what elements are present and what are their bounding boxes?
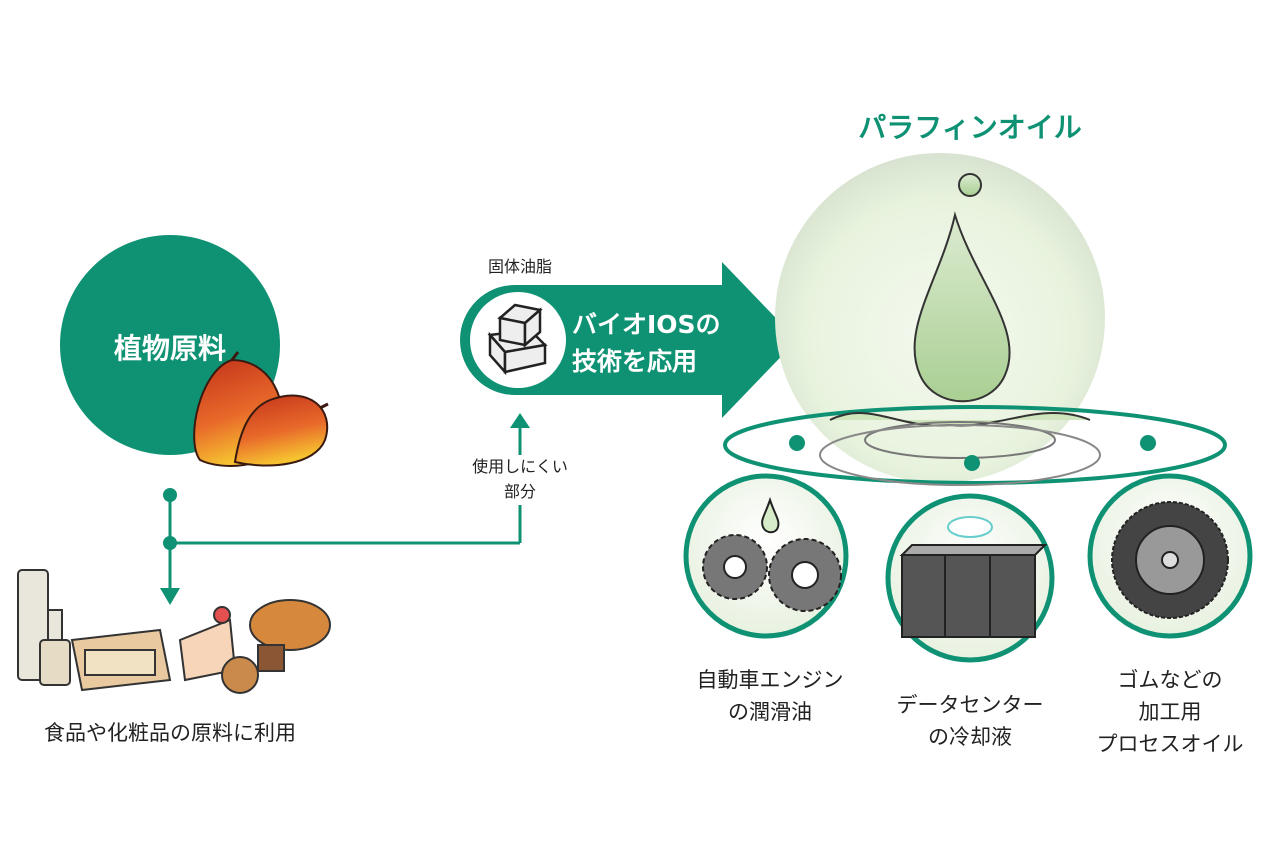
gears-icon [702,496,842,612]
product-title: パラフィンオイル [858,111,1082,144]
solid-fat-icon [487,303,548,376]
down-arrowhead [160,588,180,605]
orbit-ring [723,405,1227,485]
up-arrowhead [510,413,530,428]
application-label: の潤滑油 [728,700,812,724]
solid-fat-label: 固体油脂 [487,257,552,276]
arrow-text-line1: バイオIOSの [572,310,721,339]
application-label: ゴムなどの [1117,668,1223,692]
application-label: 自動車エンジン [696,668,844,692]
application-label: の冷却液 [928,725,1012,749]
tire-icon [1111,501,1229,619]
oil-drop-icon [819,173,1101,486]
unused-part-line2: 部分 [503,482,536,501]
unused-part-line1: 使用しにくい [472,457,568,476]
application-label: データセンター [896,693,1044,717]
application-label: 加工用 [1138,700,1202,724]
mango-icon [193,351,329,467]
cosmetics-food-icon [17,569,331,694]
raw-material-label: 植物原料 [113,332,226,365]
usage-label: 食品や化粧品の原料に利用 [44,721,296,745]
arrow-text-line2: 技術を応用 [572,347,698,376]
application-label: プロセスオイル [1096,732,1244,756]
server-icon [899,516,1048,638]
